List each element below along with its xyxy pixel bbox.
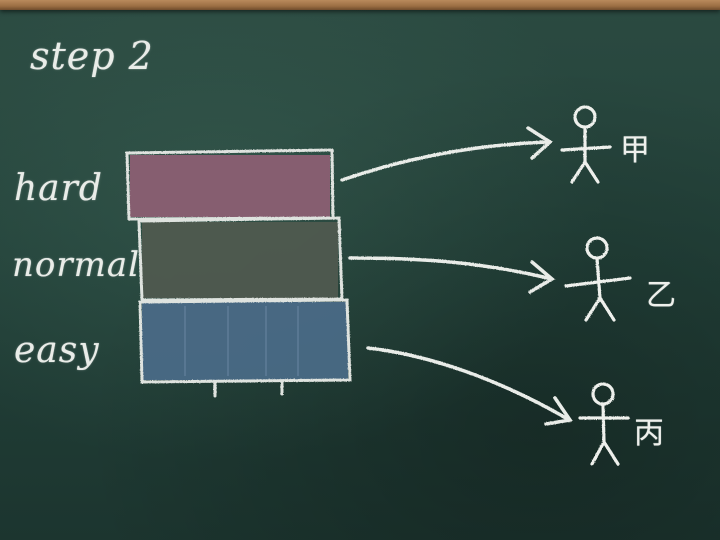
block-normal: [142, 222, 338, 298]
stick-figure-icon: [564, 236, 632, 322]
level-label-easy: easy: [14, 330, 100, 371]
step-title: step 2: [30, 34, 154, 78]
person-label-yi: 乙: [646, 278, 676, 313]
block-easy: [142, 302, 348, 380]
stick-figure-icon: [578, 382, 630, 466]
person-label-bing: 丙: [634, 416, 664, 451]
stick-figure-icon: [560, 105, 612, 184]
arrow-icon: [366, 346, 568, 420]
arrow-icon: [348, 256, 550, 280]
arrow-icon: [340, 140, 550, 182]
level-label-hard: hard: [14, 168, 103, 209]
level-label-normal: normal: [12, 245, 141, 285]
block-hard: [130, 155, 330, 217]
chalkboard-frame: [0, 0, 720, 10]
person-label-jia: 甲: [620, 133, 650, 168]
difficulty-stack: [125, 148, 352, 398]
